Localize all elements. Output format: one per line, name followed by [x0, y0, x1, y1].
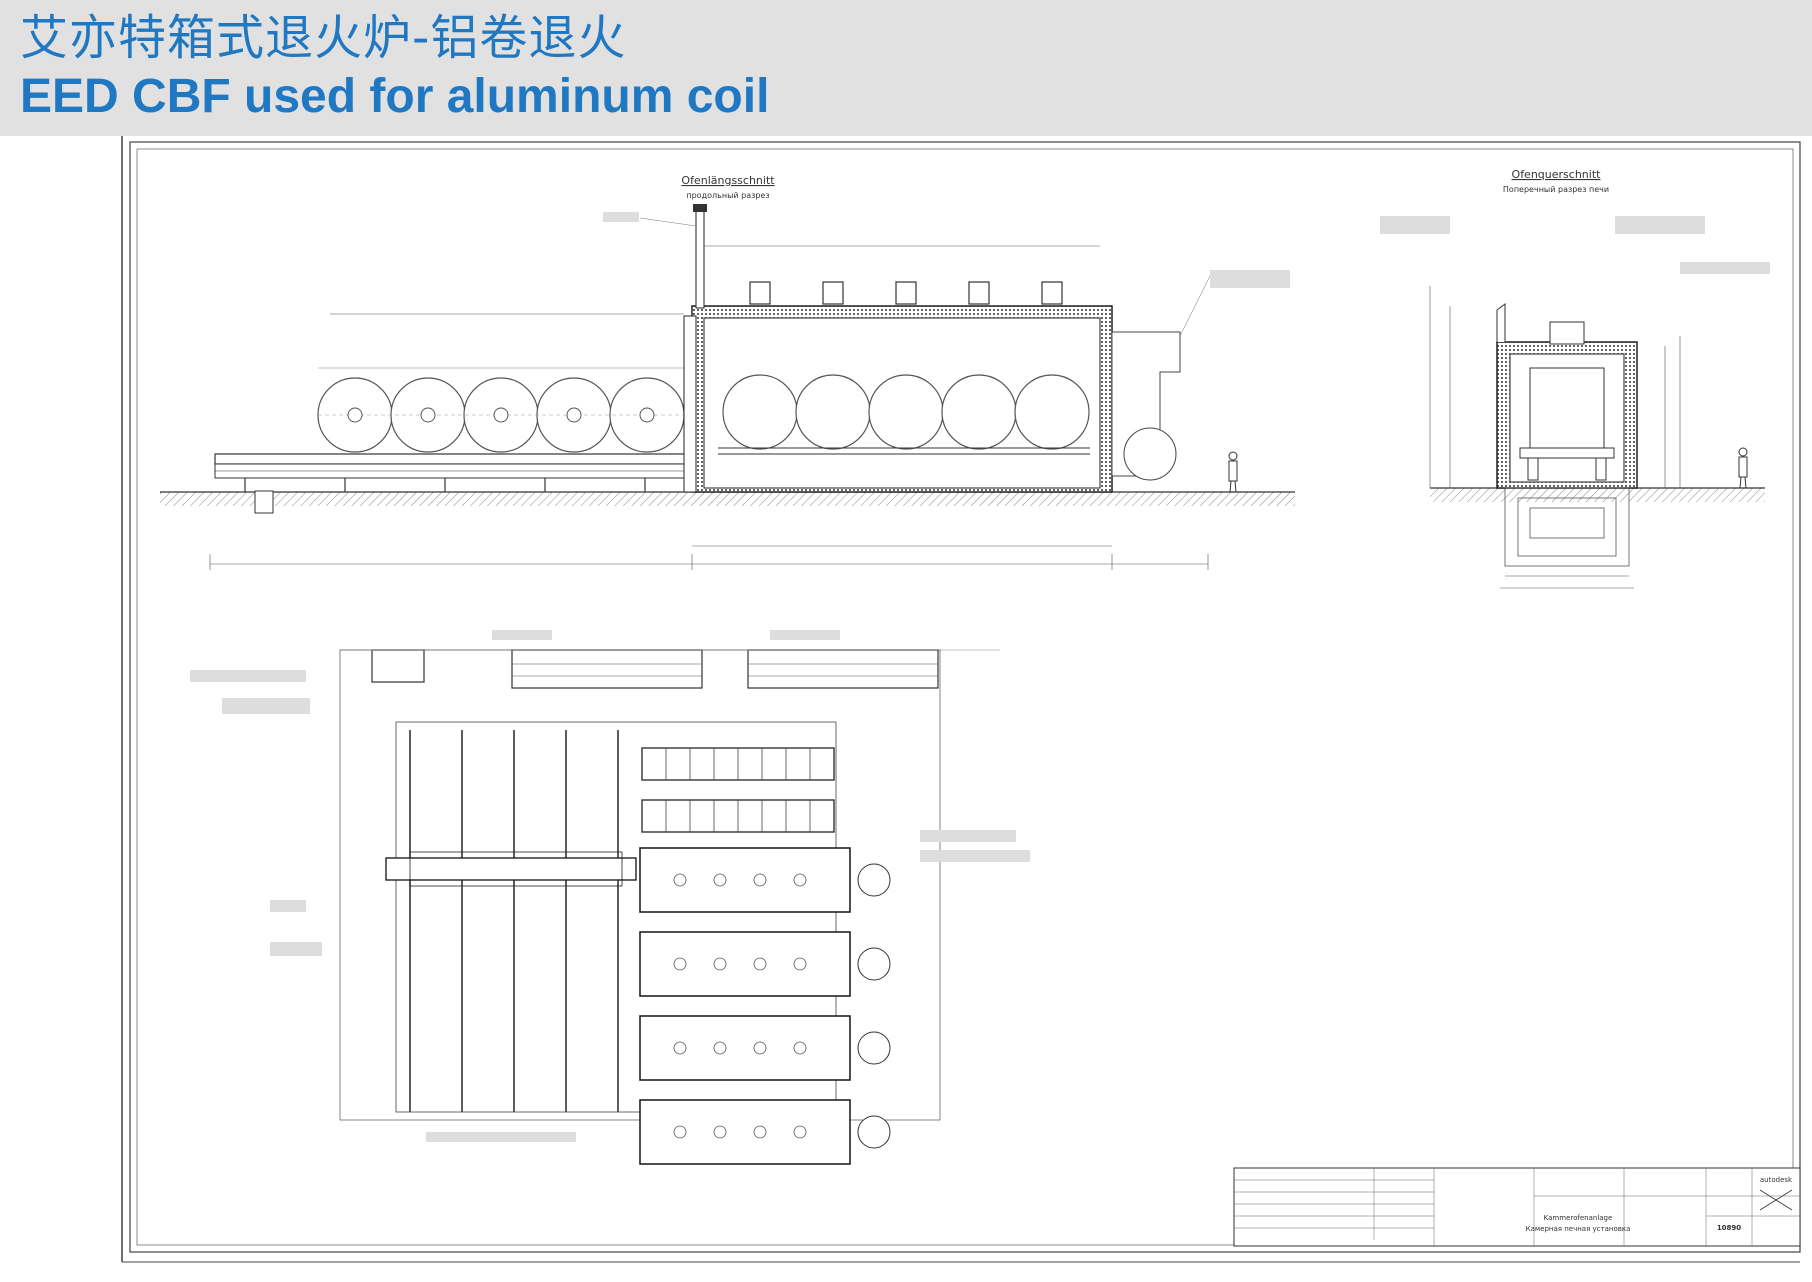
longitudinal-section-title: Ofenlängsschnitt — [681, 174, 775, 187]
title-chinese: 艾亦特箱式退火炉-铝卷退火 — [20, 10, 627, 66]
drawing-svg: Ofenlängsschnitt продольный разрез — [121, 136, 1801, 1263]
title-english: EED CBF used for aluminum coil — [20, 70, 770, 123]
furnace-plans — [639, 847, 891, 1165]
title-block-number: 10890 — [1717, 1224, 1741, 1232]
longitudinal-section: Ofenlängsschnitt продольный разрез — [160, 174, 1295, 570]
cross-section-subtitle: Поперечный разрез печи — [1503, 185, 1609, 194]
engineering-drawing: Ofenlängsschnitt продольный разрез — [0, 136, 1812, 1282]
cross-section-title: Ofenquerschnitt — [1512, 168, 1602, 181]
plan-view — [190, 630, 1030, 1165]
header-bar: 艾亦特箱式退火炉-铝卷退火 EED CBF used for aluminum … — [0, 0, 1812, 136]
title-block: Kammerofenanlage Камерная печная установ… — [1233, 1167, 1801, 1247]
title-block-name: Kammerofenanlage — [1544, 1214, 1613, 1222]
cross-section: Ofenquerschnitt Поперечный разрез печи — [1380, 168, 1770, 589]
longitudinal-section-subtitle: продольный разрез — [686, 191, 769, 200]
title-block-logo: autodesk — [1760, 1176, 1793, 1184]
title-block-subtitle: Камерная печная установка — [1526, 1225, 1631, 1233]
drawing-frame — [121, 136, 1801, 1263]
